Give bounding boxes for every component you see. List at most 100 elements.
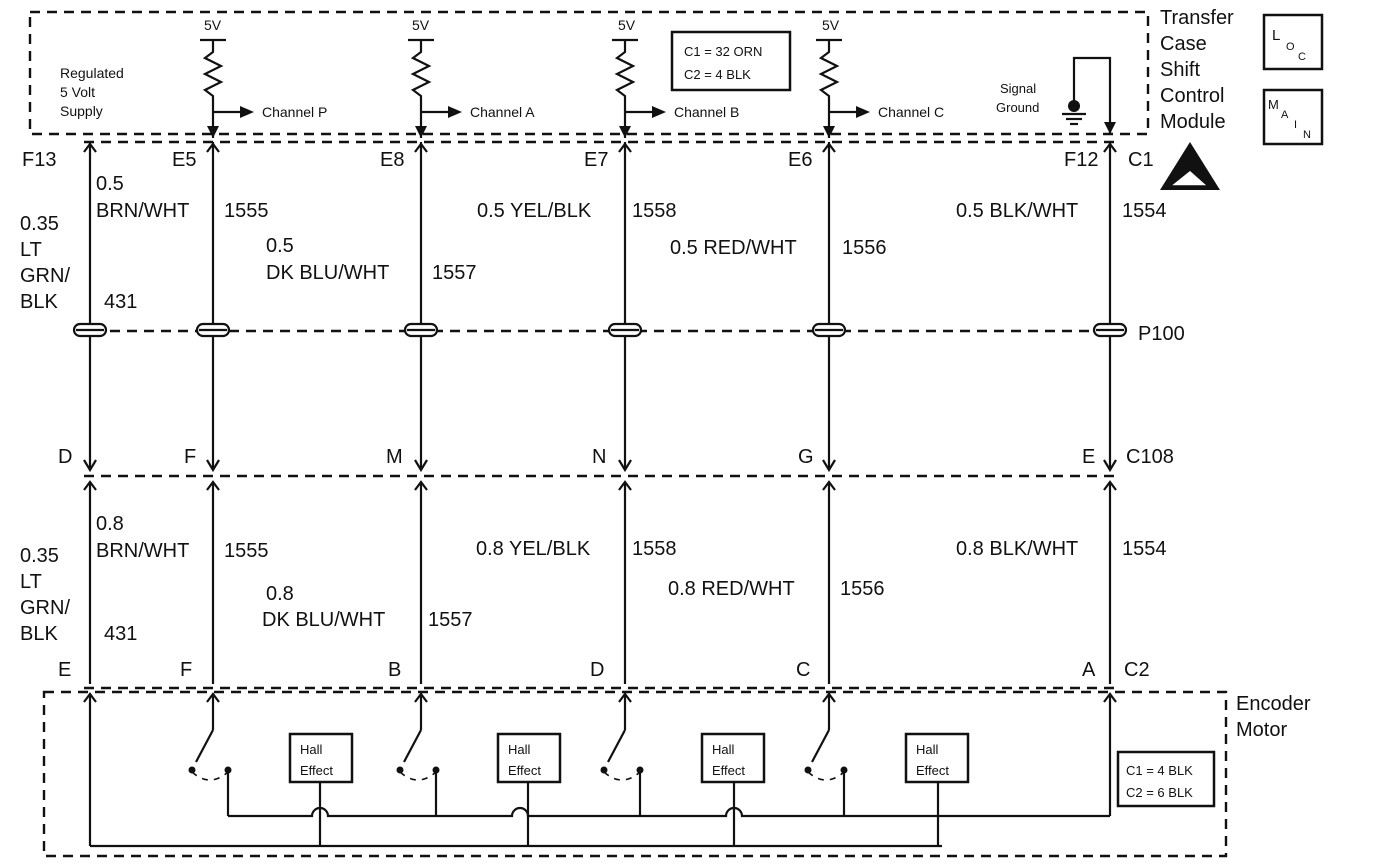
wire-1558-text: 0.8 YEL/BLK <box>476 538 591 560</box>
wire-1558-circuit: 1558 <box>632 200 677 222</box>
module-boundary <box>28 10 1150 136</box>
wire-1557-circuit: 1557 <box>432 262 477 284</box>
pin-label: D <box>590 659 604 681</box>
module-title-line3: Shift <box>1160 59 1200 81</box>
supply-label-line3: Supply <box>60 103 103 119</box>
voltage-label: 5V <box>618 17 636 33</box>
connector-p100: P100 <box>72 322 1185 345</box>
encoder-pin-markers <box>83 692 1117 703</box>
supply-label-line1: Regulated <box>60 65 124 81</box>
encoder-boundary <box>42 690 1228 858</box>
wire-1558-text: 0.5 YEL/BLK <box>477 200 592 222</box>
svg-text:N: N <box>1303 129 1311 141</box>
pin-label: F <box>180 659 192 681</box>
upper-wire-labels: 0.35 LT GRN/ BLK 431 0.5 BRN/WHT 1555 0.… <box>20 173 1167 313</box>
voltage-label: 5V <box>822 17 840 33</box>
pin-label: E <box>1082 446 1095 468</box>
wire-431-circuit: 431 <box>104 623 137 645</box>
svg-text:O: O <box>1286 41 1295 53</box>
wire-1557-circuit: 1557 <box>428 609 473 631</box>
svg-text:Hall: Hall <box>712 742 735 757</box>
pin-label: N <box>592 446 606 468</box>
signal-ground: Signal Ground <box>996 56 1116 134</box>
wire-1554-circuit: 1554 <box>1122 200 1167 222</box>
svg-text:Hall: Hall <box>508 742 531 757</box>
connector-c2: E F B D C A C2 <box>58 659 1150 690</box>
wire-1555-color: BRN/WHT <box>96 540 189 562</box>
svg-text:Hall: Hall <box>300 742 323 757</box>
pin-label: E6 <box>788 149 812 171</box>
hall-switch <box>188 696 232 816</box>
main-icon: M A I N <box>1262 88 1324 146</box>
hall-effect-sensor: Hall Effect <box>288 732 354 846</box>
wire-431-color1: LT <box>20 571 42 593</box>
pin-label: F13 <box>22 149 56 171</box>
pin-label: F <box>184 446 196 468</box>
svg-text:L: L <box>1272 27 1280 44</box>
pullup-channel-a: 5V Channel A <box>408 17 535 138</box>
wire-1556-text: 0.5 RED/WHT <box>670 237 797 259</box>
module-connector-c2: C2 = 4 BLK <box>684 67 751 82</box>
wire-1556-text: 0.8 RED/WHT <box>668 578 795 600</box>
hall-effect-sensor: Hall Effect <box>496 732 562 846</box>
encoder-motor: Encoder Motor Hall Effect Hall <box>42 690 1311 858</box>
pullup-channel-b: 5V Channel B <box>612 17 739 138</box>
pin-label: M <box>386 446 403 468</box>
module-connector-c1: C1 = 32 ORN <box>684 44 762 59</box>
signal-ground-line1: Signal <box>1000 81 1036 96</box>
pullup-channel-p: 5V Channel P <box>200 17 327 138</box>
module-title: Transfer Case Shift Control Module <box>1160 7 1234 133</box>
wire-runs <box>88 142 1112 684</box>
wire-1557-size: 0.8 <box>266 583 294 605</box>
wire-1557-color: DK BLU/WHT <box>262 609 385 631</box>
pin-label: A <box>1082 659 1096 681</box>
channel-p-label: Channel P <box>262 104 327 120</box>
svg-text:Hall: Hall <box>916 742 939 757</box>
signal-ground-line2: Ground <box>996 100 1039 115</box>
lower-wire-labels: 0.35 LT GRN/ BLK 431 0.8 BRN/WHT 1555 0.… <box>20 513 1167 645</box>
encoder-connector-box: C1 = 4 BLK C2 = 6 BLK <box>1116 750 1216 808</box>
module-title-line1: Transfer <box>1160 7 1234 29</box>
pin-label: E <box>58 659 71 681</box>
pin-label: E7 <box>584 149 608 171</box>
connector-p100-label: P100 <box>1138 323 1185 345</box>
wire-1554-text: 0.5 BLK/WHT <box>956 200 1078 222</box>
wire-1557-color: DK BLU/WHT <box>266 262 389 284</box>
transfer-case-shift-control-module: Regulated 5 Volt Supply 5V Channel P 5V … <box>28 10 1150 138</box>
pin-label: G <box>798 446 814 468</box>
encoder-connector-c1: C1 = 4 BLK <box>1126 763 1193 778</box>
wire-431-color3: BLK <box>20 623 58 645</box>
wire-1554-circuit: 1554 <box>1122 538 1167 560</box>
connector-c108: D F M N G E C108 <box>58 446 1174 491</box>
pin-markers-c108 <box>83 459 1117 491</box>
pin-markers-c1 <box>83 142 1117 153</box>
svg-text:M: M <box>1268 97 1279 112</box>
voltage-label: 5V <box>412 17 430 33</box>
wire-1556-circuit: 1556 <box>840 578 885 600</box>
wire-431-size: 0.35 <box>20 545 59 567</box>
wire-1555-circuit: 1555 <box>224 200 269 222</box>
connector-c108-label: C108 <box>1126 446 1174 468</box>
wire-1558-circuit: 1558 <box>632 538 677 560</box>
wire-1555-color: BRN/WHT <box>96 200 189 222</box>
pullup-channel-c: 5V Channel C <box>816 17 944 138</box>
pin-label: F12 <box>1064 149 1098 171</box>
hall-switch <box>600 696 644 816</box>
loc-icon: L O C <box>1262 13 1324 71</box>
splice-markers <box>72 322 1128 338</box>
wire-431-color2: GRN/ <box>20 265 70 287</box>
svg-text:C: C <box>1298 51 1306 63</box>
wire-1555-size: 0.8 <box>96 513 124 535</box>
svg-text:Effect: Effect <box>712 763 745 778</box>
hall-effect-sensor: Hall Effect <box>700 732 766 846</box>
ground-icon <box>1062 100 1086 126</box>
svg-text:A: A <box>1281 109 1289 121</box>
channel-c-label: Channel C <box>878 104 944 120</box>
channel-b-label: Channel B <box>674 104 739 120</box>
wire-431-color1: LT <box>20 239 42 261</box>
wire-1557-size: 0.5 <box>266 235 294 257</box>
supply-label-line2: 5 Volt <box>60 84 95 100</box>
connector-c1-label: C1 <box>1128 149 1154 171</box>
hall-effect-sensor: Hall Effect <box>904 732 970 846</box>
